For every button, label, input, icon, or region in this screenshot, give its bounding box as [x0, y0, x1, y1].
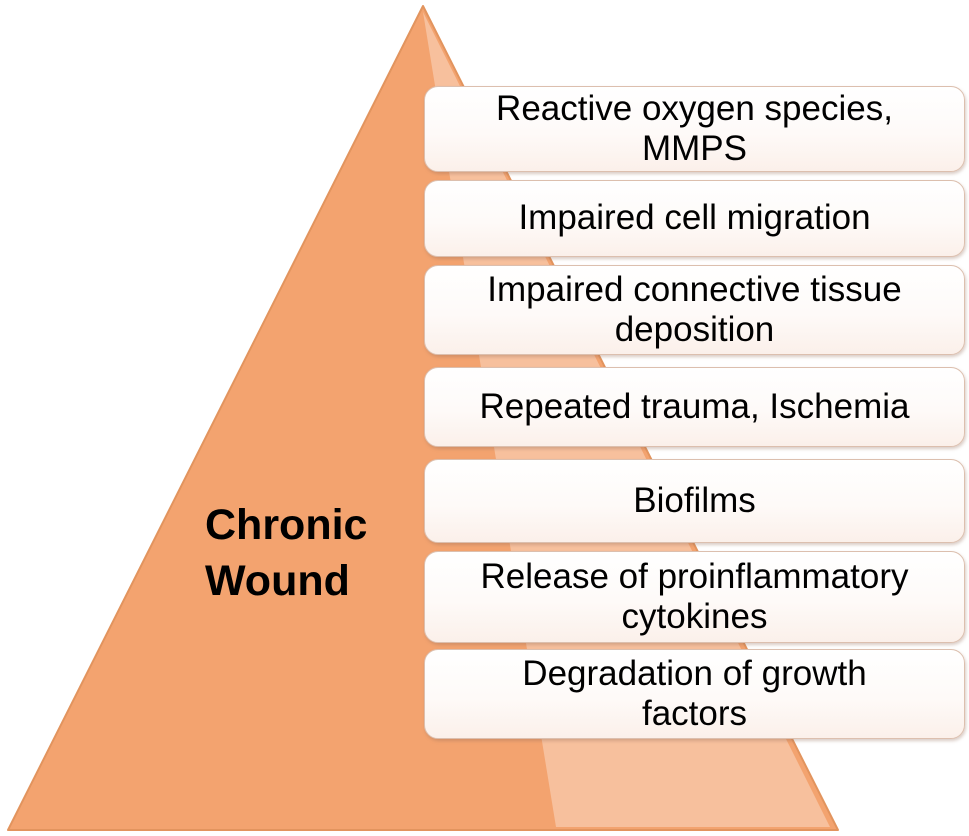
item-box-reactive-oxygen-species: Reactive oxygen species, MMPS	[424, 86, 965, 172]
item-label: Repeated trauma, Ischemia	[479, 386, 910, 426]
item-label: Impaired cell migration	[518, 198, 871, 238]
item-box-biofilms: Biofilms	[424, 459, 965, 543]
item-box-proinflammatory-cytokines: Release of proinflammatory cytokines	[424, 551, 965, 643]
item-box-impaired-connective-tissue: Impaired connective tissue deposition	[424, 265, 965, 355]
item-label: Reactive oxygen species, MMPS	[496, 88, 893, 168]
item-label: Release of proinflammatory cytokines	[480, 556, 909, 636]
item-box-degradation-growth-factors: Degradation of growth factors	[424, 649, 965, 739]
item-label: Degradation of growth factors	[522, 653, 867, 733]
item-label: Biofilms	[633, 480, 756, 520]
item-label: Impaired connective tissue deposition	[487, 269, 902, 349]
item-box-impaired-cell-migration: Impaired cell migration	[424, 180, 965, 257]
item-box-repeated-trauma-ischemia: Repeated trauma, Ischemia	[424, 367, 965, 447]
pyramid-label: Chronic Wound	[205, 501, 368, 605]
